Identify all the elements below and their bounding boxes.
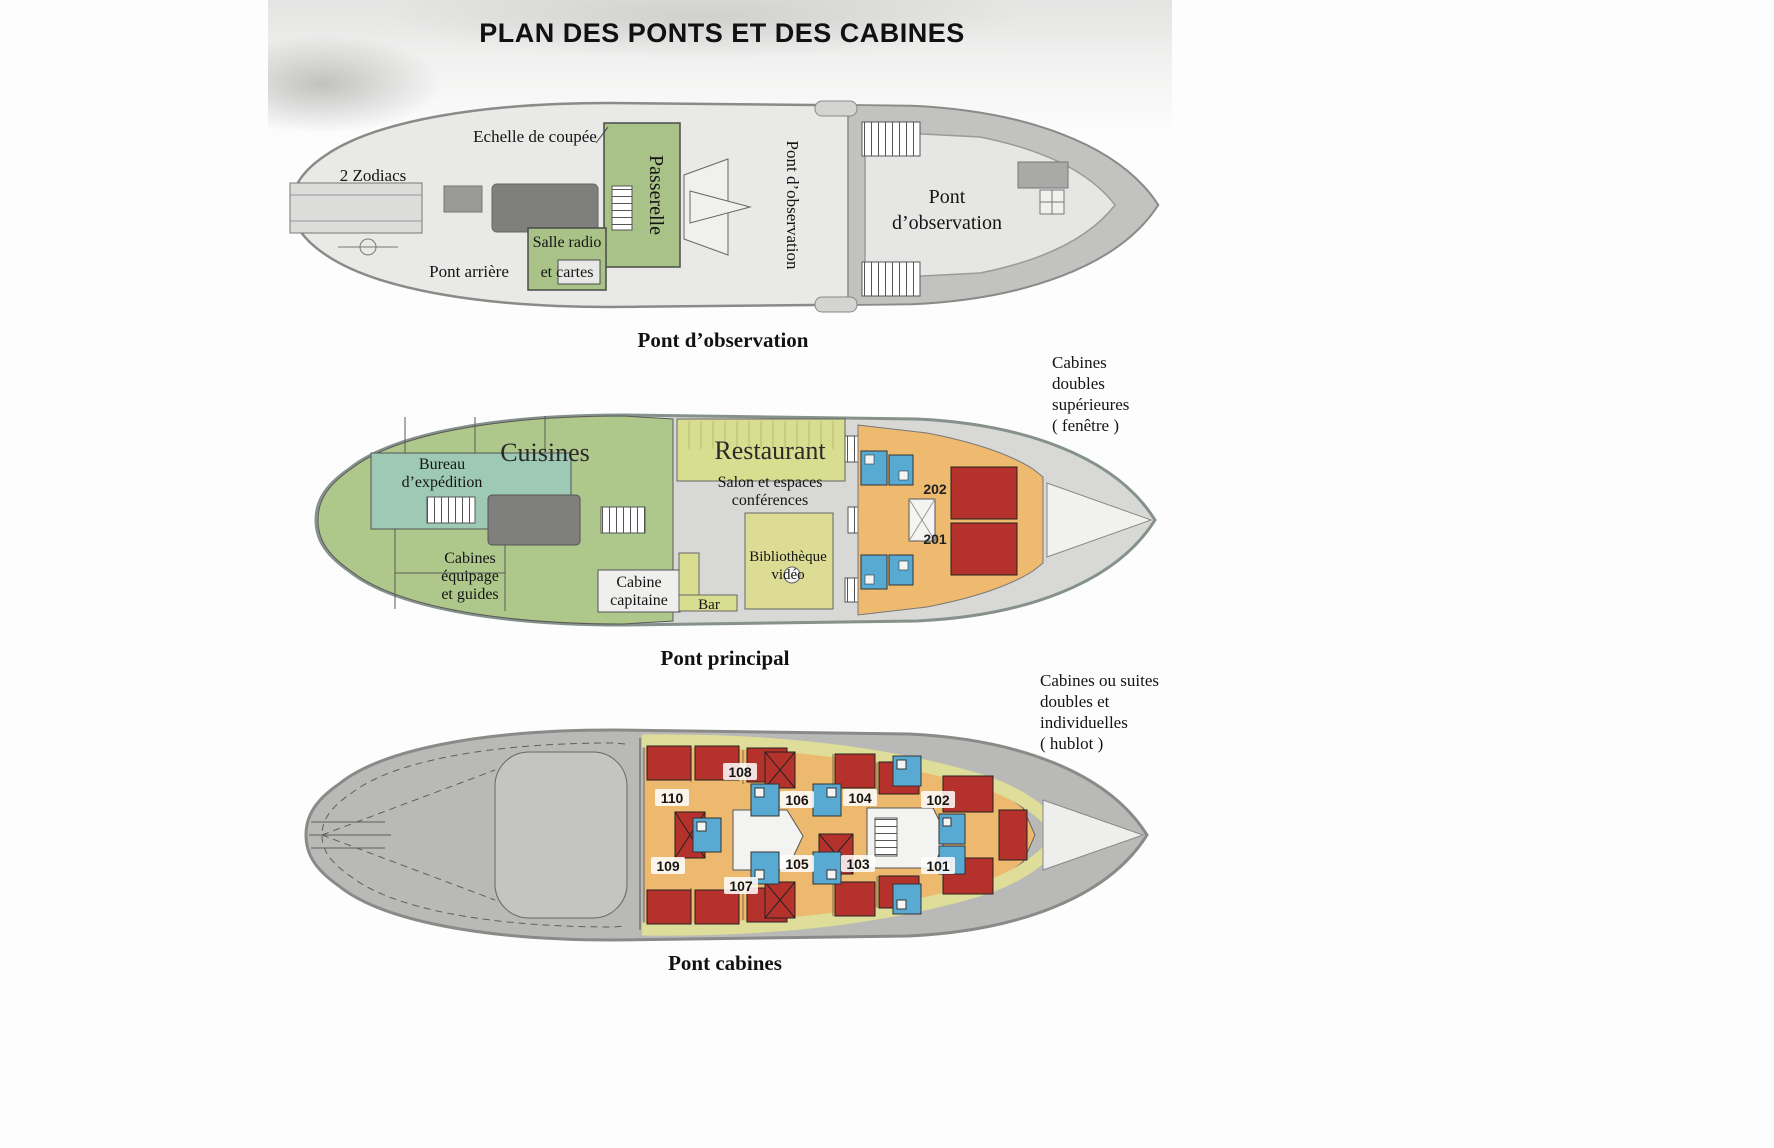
liferaft-top (814, 100, 858, 117)
side-note-line: ( hublot ) (1040, 734, 1104, 753)
label-bibliotheque-line2: vidéo (771, 567, 804, 583)
label-salle-radio-line1: Salle radio (533, 234, 602, 251)
side-note-line: doubles (1052, 374, 1105, 393)
lift-shaft (908, 498, 936, 542)
deck-principal-plan: Bureau d’expédition Cuisines Restaurant … (314, 413, 1157, 627)
label-salle-radio-line2: et cartes (541, 264, 594, 281)
side-note-line: supérieures (1052, 395, 1130, 414)
engine-casing (487, 494, 581, 546)
label-bar: Bar (698, 597, 720, 613)
label-cabines-equipage-line1: Cabines (444, 550, 496, 567)
cabin-number-105: 105 (785, 856, 809, 872)
deck-observation-plan: 2 Zodiacs Echelle de coupée Passerelle S… (289, 100, 1160, 313)
liferaft-bottom (814, 296, 858, 313)
cabin-number-102: 102 (926, 792, 950, 808)
stairs-bottom (861, 261, 921, 297)
stairs-landing (874, 817, 898, 857)
cabin-number-108: 108 (728, 764, 752, 780)
cabin-number-201: 201 (923, 531, 947, 547)
label-salon-line2: conférences (732, 492, 808, 509)
caption-pont-principal: Pont principal (660, 646, 790, 670)
side-note-line: ( fenêtre ) (1052, 416, 1120, 435)
label-cabines-equipage-line3: et guides (441, 586, 498, 603)
cabin-202-bed (950, 466, 1018, 520)
caption-pont-observation: Pont d’observation (637, 328, 809, 352)
gangway-ladder-hatch (611, 185, 633, 231)
label-restaurant: Restaurant (714, 436, 826, 465)
label-salon-line1: Salon et espaces (718, 474, 823, 491)
cabin-number-101: 101 (926, 858, 950, 874)
page-title: PLAN DES PONTS ET DES CABINES (479, 18, 965, 48)
bow-wedge (1042, 799, 1145, 871)
deck-cabines-plan: 110 108 106 104 102 109 107 105 103 101 (304, 728, 1149, 942)
label-cabine-capitaine-line2: capitaine (610, 592, 668, 609)
label-passerelle: Passerelle (645, 155, 667, 235)
label-cabines-equipage-line2: équipage (441, 568, 499, 585)
zodiac-platform (289, 182, 423, 256)
bow-structure (1017, 161, 1069, 189)
bar-counter (678, 552, 738, 612)
label-bureau-line1: Bureau (419, 456, 465, 473)
corridor-band (641, 734, 1054, 936)
cabin-201-bed (950, 522, 1018, 576)
side-note-line: Cabines (1052, 353, 1107, 372)
side-note-cabins: Cabines ou suites doubles et individuell… (1040, 670, 1215, 754)
side-note-line: individuelles (1040, 713, 1128, 732)
restaurant-room (676, 418, 846, 482)
label-bureau-line2: d’expédition (402, 474, 483, 491)
bathroom-bottom (860, 554, 914, 590)
cabin-number-103: 103 (846, 856, 870, 872)
label-pont-observation-bow-line2: d’observation (892, 212, 1002, 234)
cabin-number-106: 106 (785, 792, 809, 808)
label-cabine-capitaine-line1: Cabine (616, 574, 661, 591)
side-note-line: Cabines ou suites (1040, 671, 1159, 690)
cabin-number-107: 107 (729, 878, 753, 894)
side-note-superior-cabins: Cabines doubles supérieures ( fenêtre ) (1052, 352, 1212, 436)
bathroom-top (860, 450, 914, 486)
stern-hull-lines (309, 742, 628, 928)
caption-pont-cabines: Pont cabines (668, 951, 782, 975)
cabin-number-104: 104 (848, 790, 872, 806)
label-echelle-de-coupee: Echelle de coupée (473, 127, 597, 146)
skylight-structure (491, 183, 599, 233)
cabin-number-202: 202 (923, 481, 947, 497)
label-pont-arriere: Pont arrière (429, 262, 509, 281)
stairs-expedition (426, 496, 476, 524)
stairs-top (861, 121, 921, 157)
radio-room-table (557, 259, 601, 285)
label-cuisines: Cuisines (500, 438, 590, 467)
cabin-number-tags (651, 763, 955, 894)
label-2-zodiacs: 2 Zodiacs (340, 166, 407, 185)
cabin-number-110: 110 (661, 790, 684, 806)
echelle-leader-line (595, 126, 609, 144)
cabin-number-109: 109 (656, 858, 680, 874)
library-room (744, 512, 834, 610)
label-bibliotheque-line1: Bibliothèque (749, 549, 827, 565)
windlass (1039, 189, 1065, 215)
label-pont-observation-bow-line1: Pont (929, 186, 966, 208)
label-pont-observation-vertical: Pont d’observation (783, 141, 802, 270)
bow-wedge (1046, 482, 1153, 558)
mast-structure (683, 158, 752, 256)
deck-structure-small (443, 185, 483, 213)
side-note-line: doubles et (1040, 692, 1110, 711)
stairs-center (600, 506, 646, 534)
